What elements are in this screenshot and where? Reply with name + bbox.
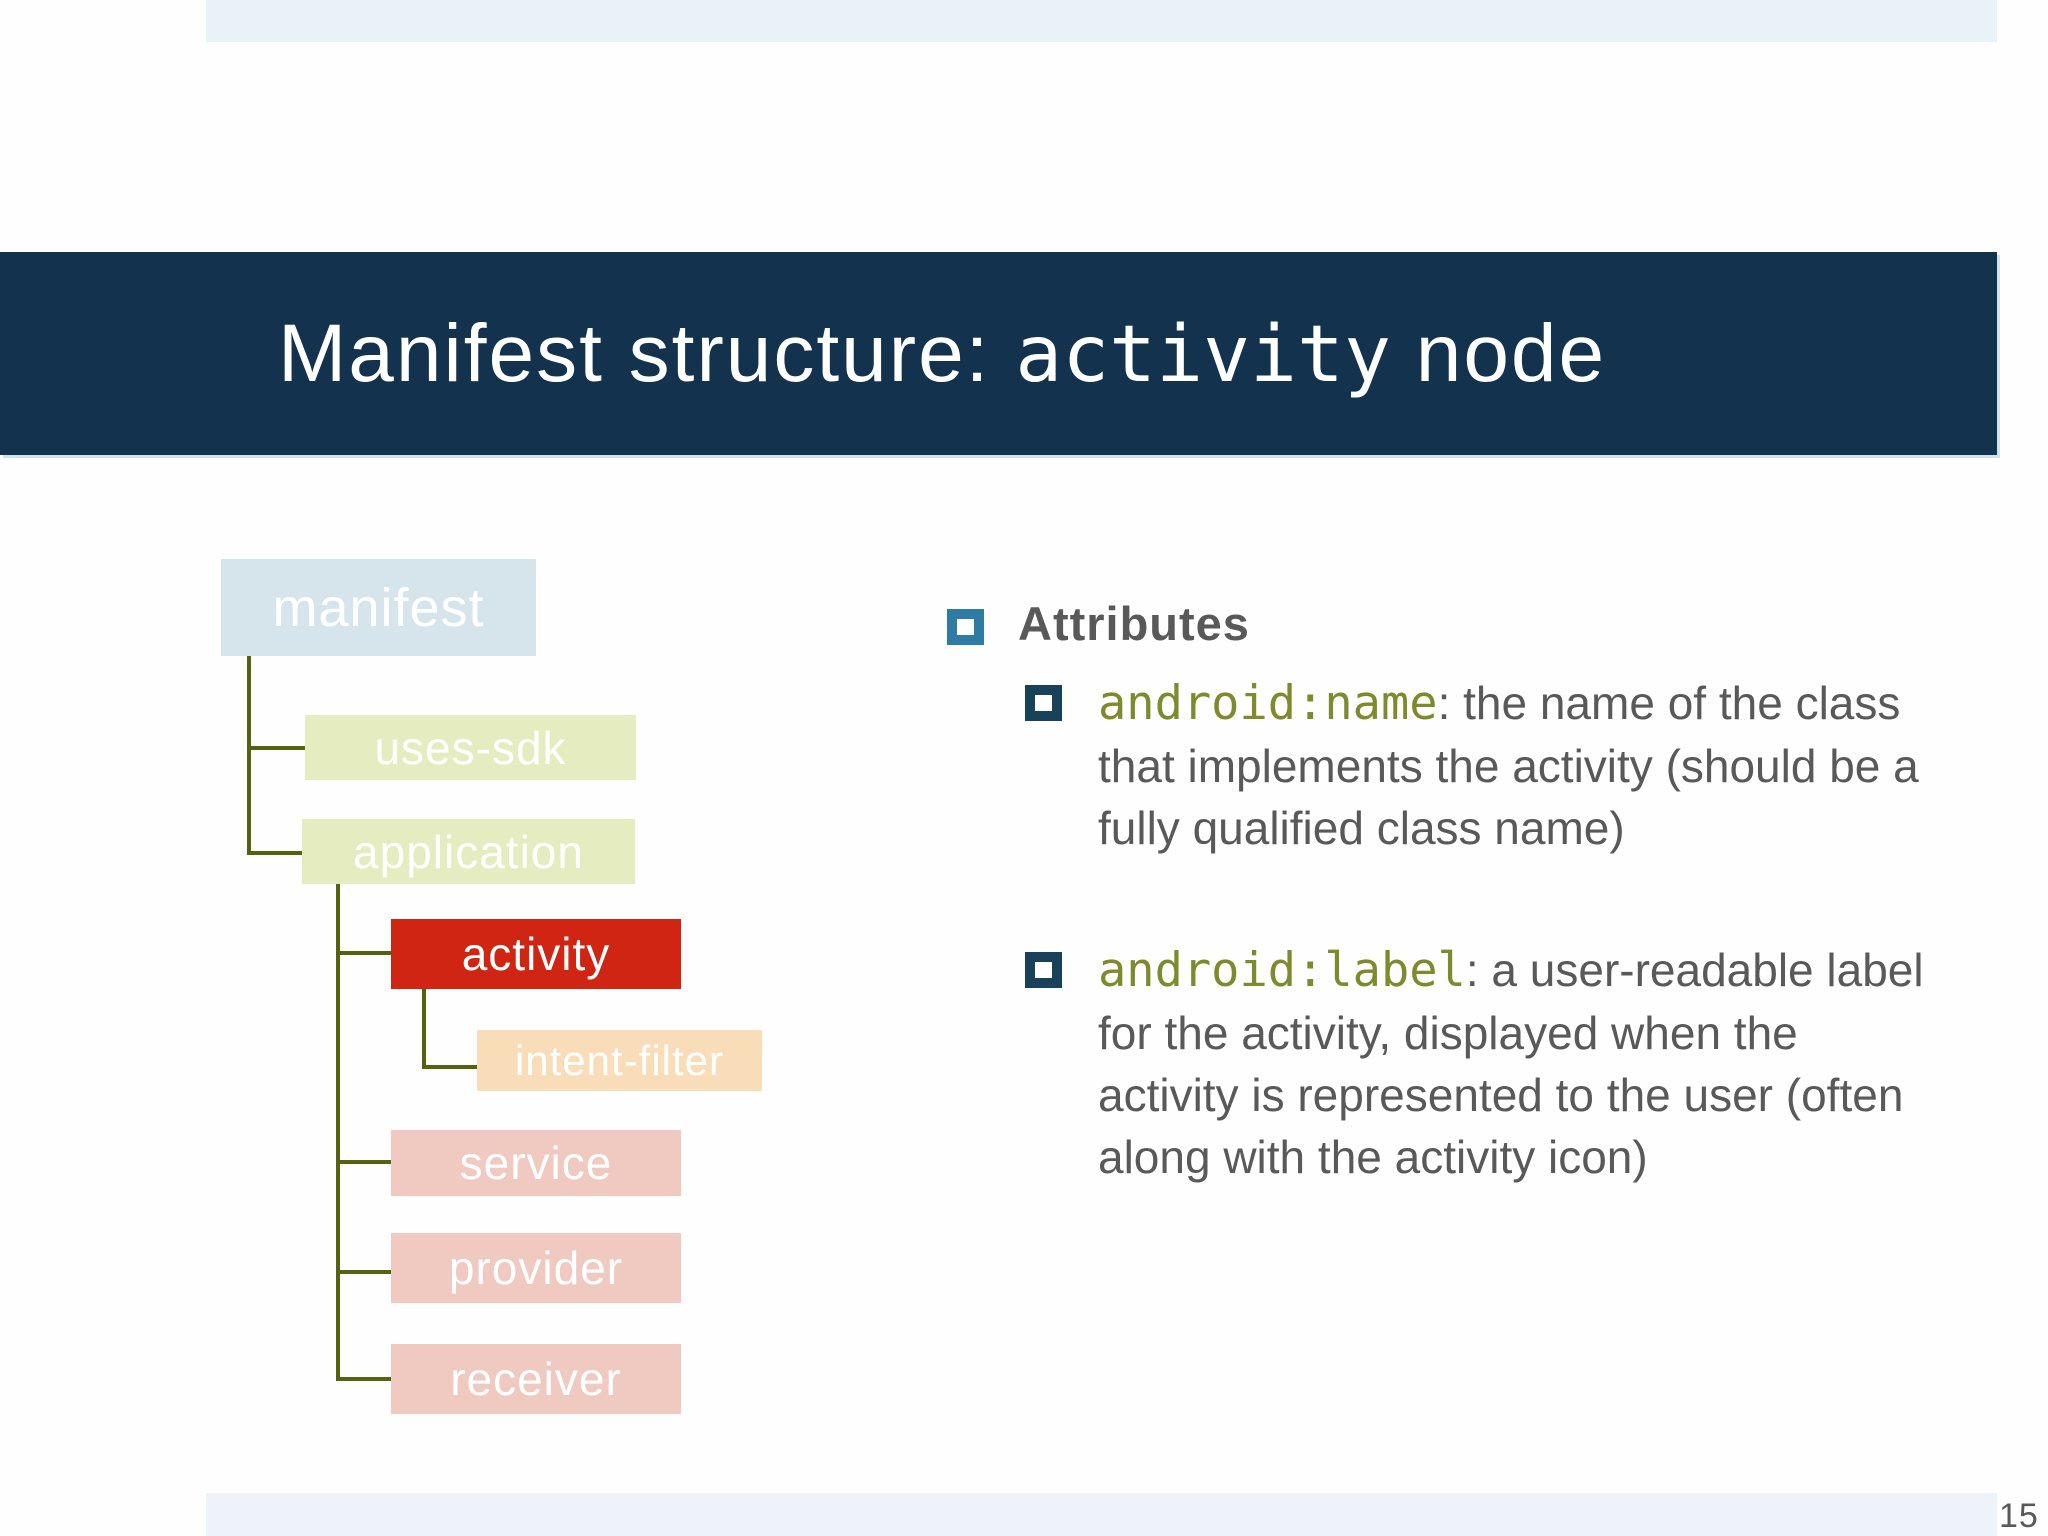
tree-node-service: service <box>391 1130 681 1196</box>
square-bullet-icon <box>1025 685 1062 721</box>
tree-connector <box>336 1377 391 1381</box>
attribute-item-android-label: android:label: a user-readable label for… <box>1098 939 1943 1188</box>
tree-node-application: application <box>302 819 635 884</box>
attributes-heading: Attributes <box>1018 597 1250 650</box>
top-accent-strip <box>206 0 1997 42</box>
tree-connector <box>336 1160 391 1164</box>
tree-node-uses-sdk: uses-sdk <box>305 715 636 780</box>
slide-title: Manifest structure: activity node <box>278 307 1606 401</box>
tree-connector <box>247 746 305 750</box>
tree-connector <box>422 1065 477 1069</box>
tree-connector <box>247 851 302 855</box>
title-code: activity <box>1015 309 1391 400</box>
title-band: Manifest structure: activity node <box>0 252 1997 455</box>
tree-connector <box>422 989 426 1069</box>
tree-node-intent-filter: intent-filter <box>477 1030 762 1091</box>
title-prefix: Manifest structure: <box>278 307 1016 399</box>
tree-connector <box>247 656 251 855</box>
square-bullet-icon <box>1025 952 1062 988</box>
attribute-description: : a user-readable label for the activity… <box>1098 944 1924 1183</box>
tree-connector <box>336 951 391 955</box>
title-suffix: node <box>1390 307 1607 399</box>
tree-connector <box>336 884 340 1381</box>
tree-node-receiver: receiver <box>391 1344 681 1414</box>
bottom-accent-strip <box>206 1493 1997 1536</box>
tree-connector <box>336 1270 391 1274</box>
tree-node-activity: activity <box>391 919 681 989</box>
page-number: 15 <box>1999 1497 2039 1535</box>
attribute-item-android-name: android:name: the name of the class that… <box>1098 672 1943 859</box>
square-bullet-icon <box>947 609 984 645</box>
attribute-code: android:name <box>1098 676 1438 731</box>
tree-node-provider: provider <box>391 1233 681 1303</box>
attribute-description: : the name of the class that implements … <box>1098 677 1919 854</box>
attribute-code: android:label <box>1098 943 1466 998</box>
tree-node-manifest: manifest <box>221 559 536 656</box>
